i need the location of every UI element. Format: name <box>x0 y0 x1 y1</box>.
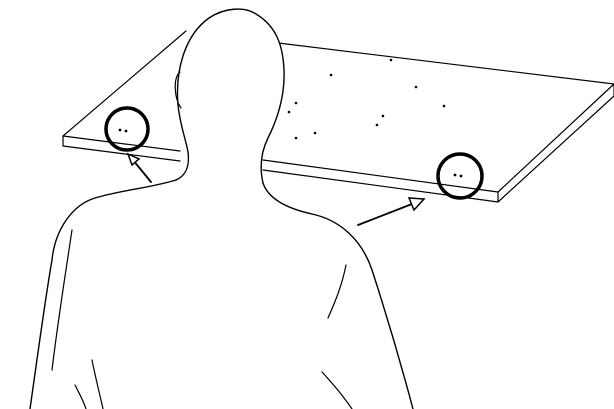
dot <box>381 114 385 118</box>
highlight-circle-left <box>104 106 150 152</box>
highlight-circle-right <box>436 152 484 200</box>
arrow-shaft <box>132 159 152 183</box>
dot <box>313 131 317 135</box>
detail-dot <box>453 173 457 177</box>
dot <box>294 136 298 140</box>
detail-dot <box>459 174 463 178</box>
right-back-line <box>327 264 347 319</box>
arrow-head <box>126 152 141 167</box>
dot <box>287 110 291 114</box>
right-lower-line <box>321 371 353 409</box>
panel-front-edge <box>62 83 614 203</box>
tabletop-panel <box>62 30 614 203</box>
dot <box>442 104 446 108</box>
panel-top-face <box>62 30 614 193</box>
head-outline <box>175 8 285 184</box>
arrow-left <box>126 152 152 183</box>
arrow-right <box>357 197 426 226</box>
detail-dot <box>118 128 122 132</box>
dot <box>414 85 418 89</box>
silhouette-fill <box>30 9 413 409</box>
left-shoulder <box>29 179 177 409</box>
surface-dots <box>287 58 446 140</box>
arrows <box>126 152 426 226</box>
detail-dot <box>124 129 128 133</box>
dot <box>375 123 379 127</box>
person-silhouette <box>29 8 414 409</box>
right-shoulder <box>262 182 414 409</box>
left-back-line <box>91 359 104 409</box>
dot <box>294 101 298 105</box>
highlight-left <box>104 106 150 152</box>
left-arm-line <box>51 229 73 371</box>
highlight-right <box>436 152 484 200</box>
arrow-head <box>407 197 426 212</box>
arrow-shaft <box>357 203 413 226</box>
dot <box>389 58 393 62</box>
left-back-line-2 <box>74 384 87 409</box>
left-ear <box>174 71 182 109</box>
dot <box>329 73 333 77</box>
